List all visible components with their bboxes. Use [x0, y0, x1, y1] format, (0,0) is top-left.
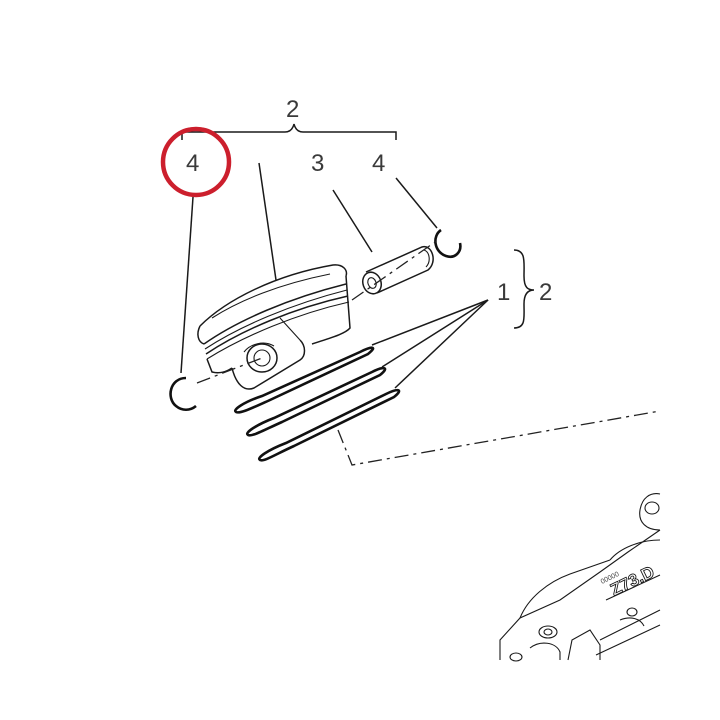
- piston-rings-part: [233, 346, 401, 462]
- leader-pin: [332, 189, 373, 253]
- leader-clip-right: [395, 177, 438, 229]
- leader-clip-left: [180, 196, 194, 374]
- piston-part: [197, 264, 351, 390]
- pin-axis-line: [196, 239, 439, 384]
- assembly-bracket: [181, 123, 397, 140]
- leader-piston: [258, 162, 277, 281]
- cylinder-engraving: Z73.D: [607, 562, 657, 599]
- right-circlip-part: [434, 228, 462, 258]
- ring-leaders: [371, 299, 489, 389]
- callout-assembly-2: 2: [286, 96, 299, 123]
- left-circlip-part: [169, 376, 197, 412]
- rings-group-brace: [513, 249, 535, 329]
- highlight-circle: [160, 126, 232, 198]
- callout-pin-3: 3: [311, 150, 324, 177]
- callout-rings-1: 1: [497, 279, 510, 306]
- cylinder-axis-line: [337, 410, 661, 466]
- piston-pin-part: [361, 246, 434, 295]
- cylinder-block-part: [499, 493, 661, 662]
- callout-clip-right-4: 4: [372, 150, 385, 177]
- callout-clip-left-4: 4: [186, 150, 199, 177]
- callout-rings-group-2: 2: [539, 279, 552, 306]
